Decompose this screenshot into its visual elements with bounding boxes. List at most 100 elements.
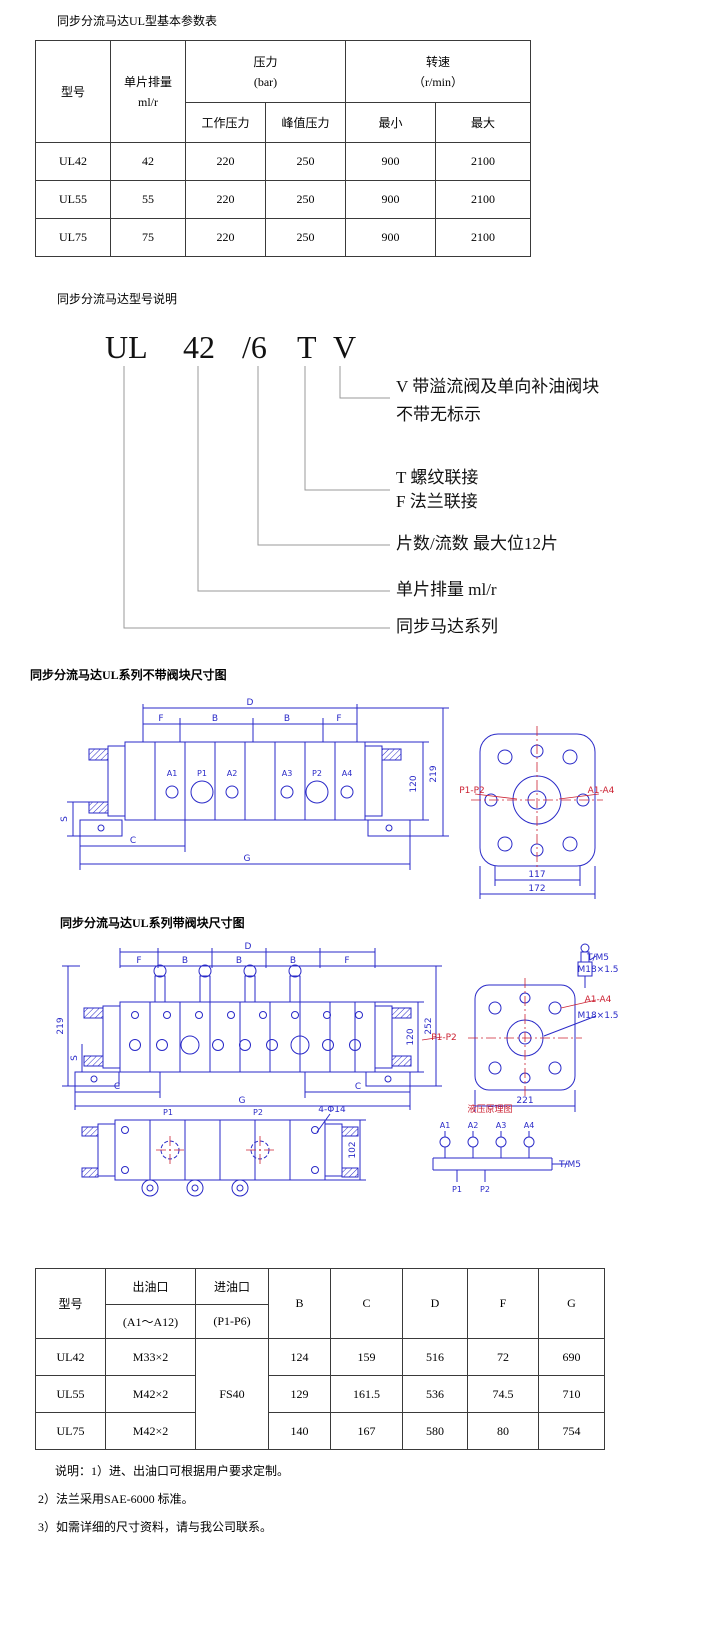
thread-leader: [543, 1015, 597, 1037]
dim-B-label: B: [290, 956, 296, 966]
dim-F-label: F: [344, 956, 349, 966]
dim-219-label: 219: [56, 1017, 66, 1034]
cell-max: 2100: [435, 218, 531, 257]
callout-series: 同步马达系列: [396, 617, 498, 636]
p1-p2-leader: [421, 1036, 443, 1041]
cell-model: UL55: [35, 180, 111, 219]
cell-model: UL42: [35, 142, 111, 181]
header-pressure-line1: 压力: [253, 54, 278, 69]
code-part-slices: /6: [242, 329, 267, 365]
table1-header-row2: 工作压力 峰值压力 最小 最大: [36, 102, 531, 143]
left-dimension-lines: [62, 965, 83, 1087]
section4-title: 同步分流马达UL系列带阀块尺寸图: [60, 916, 245, 930]
cell-max: 2100: [435, 142, 531, 181]
cell-G: 710: [538, 1375, 605, 1413]
dim-252-label: 252: [424, 1017, 434, 1034]
header-displacement-line1: 单片排量: [123, 74, 172, 89]
dim-221-label: 221: [516, 1096, 533, 1106]
dim-F-label: F: [136, 956, 141, 966]
cell-F: 72: [467, 1338, 539, 1376]
header-inlet: 进油口: [195, 1268, 269, 1305]
table-row: UL42 M33×2 FS40 124 159 516 72 690: [35, 1338, 605, 1450]
callout-flange: F 法兰联接: [396, 492, 478, 511]
schematic-a2: A2: [468, 1121, 479, 1130]
port-centerlines: [156, 1136, 274, 1164]
dim-120-label: 120: [406, 1028, 416, 1045]
motor-body-front-view: [79, 741, 411, 837]
cell-peak: 250: [265, 180, 346, 219]
cell-model: UL42: [35, 1338, 106, 1376]
centerlines: [468, 978, 582, 1098]
dim-B-label: B: [284, 714, 290, 724]
label-thread-1: M18×1.5: [577, 965, 618, 975]
cell-G: 690: [538, 1338, 605, 1376]
cell-C: 159: [330, 1338, 403, 1376]
section2-title: 同步分流马达型号说明: [57, 292, 178, 306]
table-row: UL42 42 220 250 900 2100: [35, 142, 531, 181]
cell-C: 161.5: [330, 1375, 403, 1413]
dim-S-label: S: [60, 816, 70, 822]
drawing-no-valve-block: D F B B F A1 P1 A2 A3 P2 A4: [60, 698, 615, 899]
header-outlet: 出油口: [105, 1268, 196, 1305]
dim-102-label: 102: [348, 1141, 358, 1158]
p1-p2-leader: [474, 793, 518, 800]
port-label-p2: P2: [312, 769, 322, 778]
header-max-speed: 最大: [435, 102, 531, 143]
header-speed-line1: 转速: [425, 54, 450, 69]
port-circles: [165, 780, 354, 804]
cell-F: 80: [467, 1412, 539, 1450]
header-C: C: [330, 1268, 403, 1339]
label-tm5: T/M5: [586, 953, 609, 963]
dim-120-label: 120: [409, 775, 419, 792]
schematic-check-valves: [432, 1131, 568, 1182]
code-part-valve: V: [333, 329, 356, 365]
motor-body-top-view: [81, 1119, 359, 1197]
cell-max: 2100: [435, 180, 531, 219]
top-dimension-lines: [142, 704, 358, 742]
cell-working: 220: [185, 142, 266, 181]
dim-B-label: B: [236, 956, 242, 966]
header-displacement: 单片排量 ml/r: [110, 40, 186, 143]
cell-outlet: M42×2: [105, 1375, 196, 1413]
dim-B-label: B: [182, 956, 188, 966]
header-G: G: [538, 1268, 605, 1339]
label-p1-p2: P1-P2: [431, 1033, 457, 1043]
dim-C-label: C: [130, 836, 136, 846]
callout-slices: 片数/流数 最大位12片: [396, 534, 558, 553]
header-model: 型号: [35, 40, 111, 143]
cell-displacement: 55: [110, 180, 186, 219]
header-displacement-line2: ml/r: [138, 94, 158, 109]
schematic-tm5: T/M5: [558, 1160, 581, 1170]
dim-G-label: G: [239, 1096, 246, 1106]
port-label-p1: P1: [197, 769, 207, 778]
label-p2: P2: [253, 1108, 263, 1117]
label-thread-2: M18×1.5: [577, 1011, 618, 1021]
cell-outlet: M33×2: [105, 1338, 196, 1376]
dim-S-label: S: [70, 1055, 80, 1061]
cell-min: 900: [345, 142, 436, 181]
holes-leader: [316, 1113, 331, 1133]
dim-D-label: D: [245, 942, 252, 952]
tm5-leader: [589, 955, 597, 961]
cell-D: 580: [402, 1412, 468, 1450]
code-part-connection: T: [297, 329, 317, 365]
label-p1: P1: [163, 1108, 173, 1117]
cell-min: 900: [345, 180, 436, 219]
callout-leader-lines: [123, 366, 390, 629]
table-row: UL75 75 220 250 900 2100: [35, 218, 531, 257]
right-dimension-lines: [357, 707, 449, 837]
cell-peak: 250: [265, 218, 346, 257]
bottom-dimension-lines: [67, 801, 411, 870]
table1-header-row1: 型号 单片排量 ml/r 压力 (bar) 转速 （r/min）: [35, 40, 531, 143]
motor-body-front-view: [74, 1001, 412, 1087]
cell-peak: 250: [265, 142, 346, 181]
label-a1-a4: A1-A4: [585, 995, 612, 1005]
code-part-series: UL: [105, 329, 148, 365]
header-pressure: 压力 (bar): [185, 40, 346, 103]
table-row: UL55 55 220 250 900 2100: [35, 180, 531, 219]
drawing-with-valve-block: D F B B B F 219 S: [56, 942, 619, 1197]
right-dimension-lines: [375, 966, 442, 1087]
cell-C: 167: [330, 1412, 403, 1450]
dim-B-label: B: [212, 714, 218, 724]
